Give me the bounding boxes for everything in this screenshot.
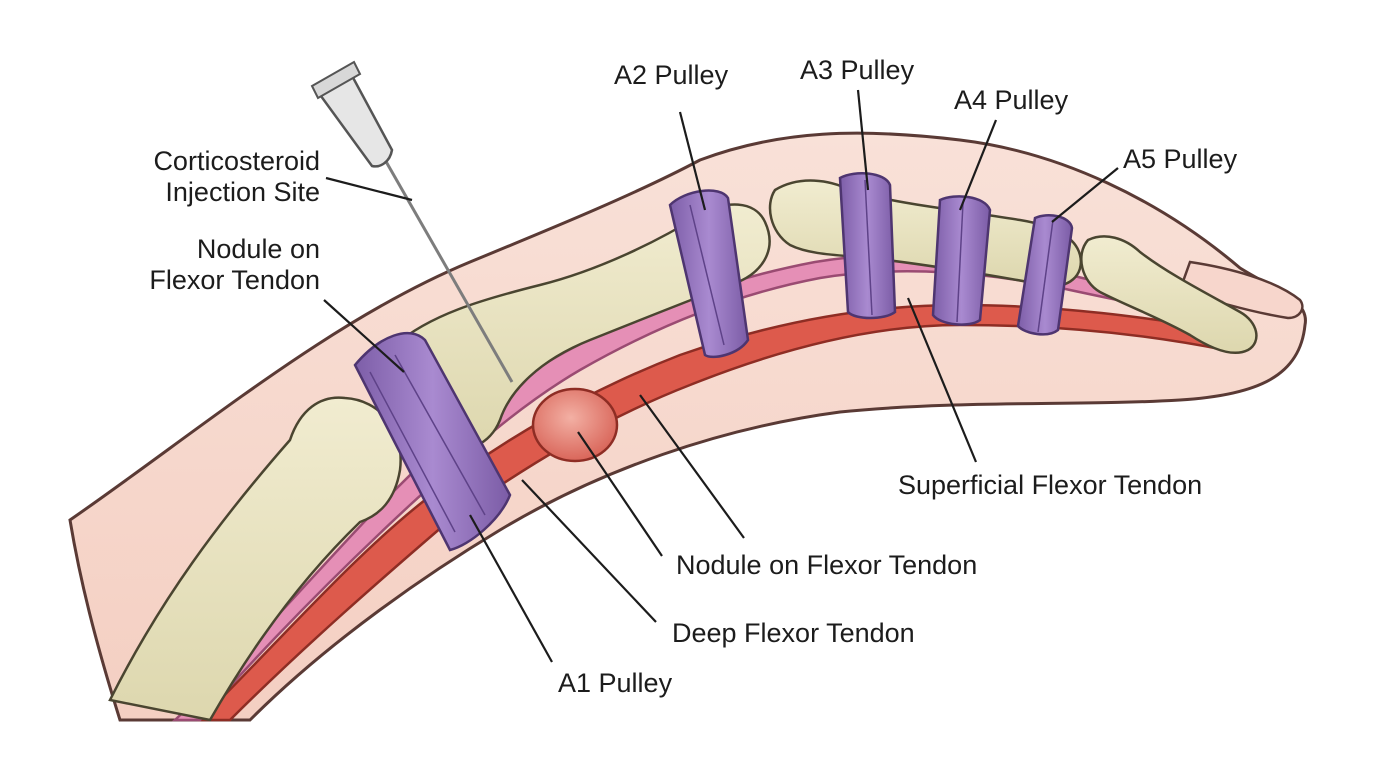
label-nodule-upper: Nodule on Flexor Tendon (110, 234, 320, 296)
label-deep-flexor-tendon: Deep Flexor Tendon (672, 618, 915, 648)
label-corticosteroid-line1: Corticosteroid (153, 146, 320, 176)
label-a2-pulley: A2 Pulley (614, 60, 729, 90)
label-corticosteroid-injection-site: Corticosteroid Injection Site (92, 146, 320, 208)
label-nodule-upper-line1: Nodule on (196, 234, 320, 264)
a1-pulley (353, 331, 512, 552)
label-nodule-upper-line2: Flexor Tendon (149, 265, 320, 295)
label-a5-pulley: A5 Pulley (1123, 144, 1238, 174)
tendon-nodule (531, 387, 619, 463)
a3-pulley (838, 172, 897, 320)
a5-pulley (1016, 214, 1074, 336)
a4-pulley (931, 195, 992, 326)
label-corticosteroid-line2: Injection Site (165, 177, 320, 207)
distal-phalanx (1080, 235, 1258, 355)
leader-lines (323, 89, 1119, 663)
label-nodule-lower: Nodule on Flexor Tendon (676, 550, 978, 580)
a2-pulley (668, 189, 750, 359)
label-superficial-flexor-tendon: Superficial Flexor Tendon (898, 470, 1203, 500)
label-a3-pulley: A3 Pulley (800, 55, 915, 85)
syringe-icon (310, 60, 514, 383)
label-a4-pulley: A4 Pulley (954, 85, 1069, 115)
label-a1-pulley: A1 Pulley (558, 668, 673, 698)
